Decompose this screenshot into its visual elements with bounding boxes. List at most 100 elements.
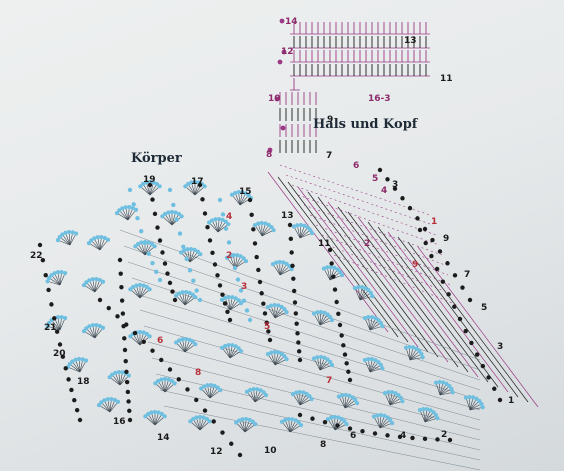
fan-stitch — [247, 392, 256, 403]
picot-dot — [403, 345, 409, 350]
fan-stitch — [409, 348, 414, 361]
fan-stitch — [143, 184, 151, 196]
row-number: 21 — [44, 323, 57, 333]
fan-stitch — [319, 320, 332, 326]
neck-row-line — [321, 234, 452, 286]
fan-stitch — [89, 281, 96, 293]
fan-stitch — [355, 288, 361, 301]
chain-dot — [202, 211, 208, 216]
chain-dot — [232, 265, 238, 271]
chain-dot — [54, 329, 60, 334]
fan-stitch — [54, 273, 61, 286]
fan-stitch — [109, 402, 118, 413]
shell-fan — [128, 282, 152, 299]
picot-dot — [99, 234, 104, 240]
fan-stitch — [359, 296, 372, 301]
chain-dot — [40, 257, 46, 263]
picot-dot — [238, 349, 244, 354]
chain-dot — [220, 292, 225, 297]
row-number: 4 — [226, 212, 232, 222]
picot-dot — [435, 416, 440, 421]
fan-stitch — [217, 220, 223, 233]
fan-stitch — [274, 354, 282, 366]
fan-stitch — [244, 422, 253, 433]
chain-dot — [346, 369, 351, 374]
fan-stitch — [215, 220, 219, 233]
fan-stitch — [254, 390, 258, 403]
fan-stitch — [144, 246, 155, 256]
fan-stitch — [279, 269, 291, 276]
shell-fan — [55, 229, 79, 246]
picot-dot — [86, 241, 92, 246]
fan-stitch — [327, 268, 331, 281]
body-row-line — [131, 277, 481, 391]
picot-dot — [55, 270, 61, 275]
picot-dot — [149, 410, 154, 415]
chain-dot — [474, 352, 480, 357]
neck-row-line — [285, 174, 434, 226]
fan-stitch — [133, 287, 141, 299]
picot-dot — [339, 416, 344, 421]
chain-dot — [106, 305, 111, 311]
fan-stitch — [189, 254, 200, 263]
shell-fan — [371, 412, 395, 429]
row-number: 14 — [285, 17, 298, 27]
fan-stitch — [358, 288, 361, 301]
fan-stitch — [369, 362, 379, 373]
row-number: 1 — [508, 396, 514, 406]
fan-stitch — [119, 373, 123, 386]
chain-dot — [237, 452, 243, 458]
fan-stitch — [104, 401, 111, 413]
chain-dot — [266, 329, 271, 334]
fan-stitch — [135, 246, 146, 256]
picot-dot — [181, 248, 187, 253]
chain-dot — [160, 250, 165, 255]
picot-dot — [94, 276, 99, 282]
picot-dot — [160, 214, 165, 219]
chain-dot — [139, 228, 144, 234]
shell-fan — [311, 309, 335, 326]
picot-dot — [307, 394, 312, 399]
neck-stitch-line — [407, 241, 529, 403]
picot-dot — [325, 312, 330, 317]
picot-dot — [447, 383, 452, 389]
fan-stitch — [379, 423, 392, 429]
fan-stitch — [115, 373, 121, 386]
chain-dot — [463, 328, 468, 334]
fan-stitch — [154, 414, 162, 426]
fan-stitch — [255, 225, 263, 237]
fan-stitch — [112, 375, 121, 386]
fan-stitch — [130, 289, 141, 299]
fan-stitch — [184, 251, 191, 263]
chain-dot — [126, 399, 131, 404]
chain-dot — [215, 273, 220, 278]
chain-dot — [267, 337, 273, 343]
picot-dot — [213, 217, 218, 222]
fan-stitch — [149, 186, 160, 196]
fan-stitch — [119, 374, 126, 386]
picot-dot — [81, 329, 87, 334]
picot-dot — [123, 205, 128, 210]
picot-dot — [400, 399, 405, 404]
chain-dot — [227, 317, 233, 323]
picot-dot — [376, 360, 381, 365]
neck-row-line — [333, 254, 458, 306]
picot-dot — [135, 241, 141, 247]
picot-dot — [477, 398, 482, 404]
fan-stitch — [244, 424, 255, 433]
fan-stitch — [369, 318, 373, 331]
picot-dot — [96, 403, 102, 408]
picot-dot — [223, 219, 228, 224]
picot-dot — [202, 184, 207, 189]
chain-dot — [124, 379, 130, 385]
neck-stitch-line — [417, 246, 539, 408]
shell-fan — [128, 329, 152, 346]
chain-dot — [157, 277, 163, 283]
chain-dot — [185, 387, 190, 392]
picot-dot — [46, 275, 52, 281]
body-row-line — [119, 229, 481, 361]
fan-stitch — [92, 280, 96, 293]
chain-dot — [423, 240, 428, 246]
chain-dot — [207, 238, 213, 243]
chain-dot — [229, 441, 234, 446]
